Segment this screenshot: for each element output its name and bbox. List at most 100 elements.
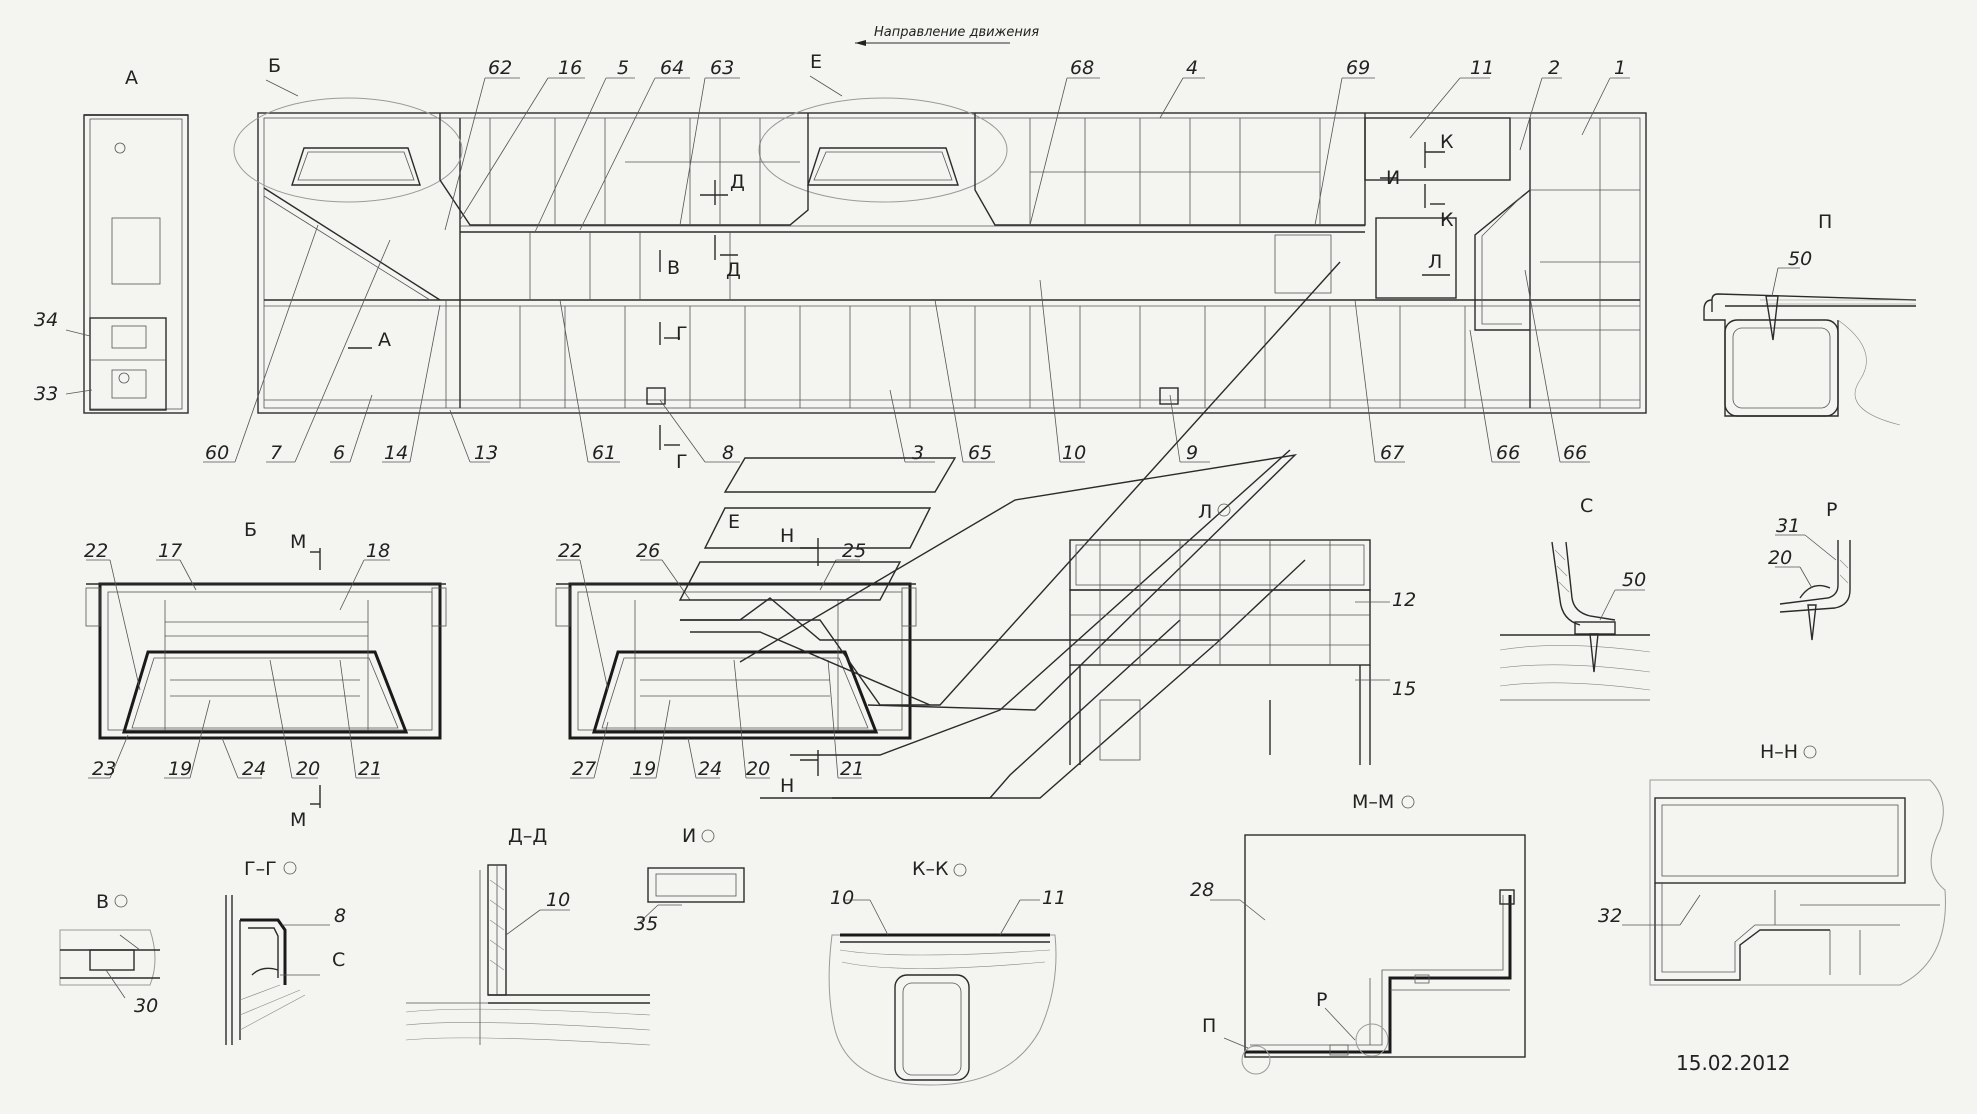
callout-e-20: 20 (746, 758, 770, 780)
view-v-title: В (96, 891, 109, 913)
view-kk-title: К–К (912, 858, 949, 880)
callout-14: 14 (384, 442, 408, 464)
callout-61: 61 (592, 442, 616, 464)
mark-r-small: Р (1316, 989, 1327, 1011)
callout-63: 63 (710, 57, 734, 79)
callout-9: 9 (1186, 442, 1198, 464)
mark-g-lower: Г (676, 451, 688, 473)
view-p: П 50 (1703, 211, 1917, 426)
callout-66b: 66 (1563, 442, 1587, 464)
callout-68: 68 (1070, 57, 1094, 79)
callout-e-26: 26 (636, 540, 660, 562)
callout-kk-10: 10 (830, 887, 854, 909)
callout-67: 67 (1380, 442, 1404, 464)
callout-34: 34 (34, 309, 58, 331)
callout-l-15: 15 (1392, 678, 1416, 700)
view-e-detail: 22 26 25 27 19 24 20 21 Е Н Н (555, 261, 1341, 799)
bottom-callouts: 60 7 6 14 13 61 8 3 65 10 9 67 66 66 (203, 224, 1590, 464)
callout-dd-10: 10 (546, 889, 570, 911)
view-m-m: М–М 28 П Р (1190, 791, 1526, 1075)
callout-b-23: 23 (92, 758, 116, 780)
view-b-mark: Б (268, 55, 281, 77)
mark-m-upper: М (290, 531, 306, 553)
mark-a-arrow: А (378, 329, 391, 351)
callout-i-35: 35 (634, 913, 658, 935)
view-i-title: И (682, 825, 696, 847)
mark-v: В (667, 257, 680, 279)
callout-62: 62 (488, 57, 512, 79)
callout-6: 6 (333, 442, 345, 464)
view-g-g: Г–Г 8 С (225, 858, 346, 1045)
callout-7: 7 (270, 442, 282, 464)
callout-4: 4 (1186, 57, 1198, 79)
view-mm-title: М–М (1352, 791, 1394, 813)
view-r: Р 31 20 (1768, 499, 1851, 641)
callout-e-25: 25 (842, 540, 866, 562)
mark-k-lower: К (1440, 209, 1454, 231)
callout-3: 3 (912, 442, 924, 464)
callout-8: 8 (722, 442, 734, 464)
mark-m-lower: М (290, 809, 306, 831)
view-p-title: П (1818, 211, 1832, 233)
callout-e-22: 22 (558, 540, 582, 562)
callout-nn-32: 32 (1598, 905, 1622, 927)
callout-64: 64 (660, 57, 684, 79)
direction-label: Направление движения (874, 25, 1039, 40)
callout-r-20: 20 (1768, 547, 1792, 569)
mark-i: И (1386, 167, 1400, 189)
callout-r-31: 31 (1776, 515, 1800, 537)
direction-indicator: Направление движения (855, 25, 1039, 46)
callout-e-27: 27 (572, 758, 596, 780)
callout-kk-11: 11 (1042, 887, 1066, 909)
callout-v-30: 30 (134, 995, 158, 1017)
callout-2: 2 (1548, 57, 1560, 79)
callout-gg-s: С (332, 949, 345, 971)
mark-e-pane: Е (728, 511, 740, 533)
callout-b-17: 17 (158, 540, 182, 562)
view-gg-title: Г–Г (244, 858, 277, 880)
top-callouts: 62 16 5 64 63 68 4 69 11 2 1 (444, 57, 1630, 233)
callout-e-24: 24 (698, 758, 722, 780)
mark-d-upper: Д (730, 171, 745, 193)
callout-10: 10 (1062, 442, 1086, 464)
view-a: А 34 33 (34, 67, 189, 414)
callout-p-50: 50 (1788, 248, 1812, 270)
callout-60: 60 (205, 442, 229, 464)
callout-s-50: 50 (1622, 569, 1646, 591)
view-r-title: Р (1826, 499, 1837, 521)
view-b-detail: Б М М 22 17 (84, 519, 447, 831)
callout-65: 65 (968, 442, 992, 464)
callout-b-24: 24 (242, 758, 266, 780)
callout-e-21: 21 (840, 758, 864, 780)
callout-66a: 66 (1496, 442, 1520, 464)
mark-n-lower: Н (780, 775, 794, 797)
callout-69: 69 (1346, 57, 1370, 79)
callout-b-21: 21 (358, 758, 382, 780)
mark-g-upper: Г (676, 323, 688, 345)
mark-p-small: П (1202, 1015, 1216, 1037)
callout-e-19: 19 (632, 758, 656, 780)
view-s: С 50 (1499, 495, 1651, 701)
callout-l-12: 12 (1392, 589, 1416, 611)
mark-d-lower: Д (726, 259, 741, 281)
callout-b-20: 20 (296, 758, 320, 780)
mark-n-upper: Н (780, 525, 794, 547)
callout-b-18: 18 (366, 540, 390, 562)
view-e-mark: Е (810, 51, 822, 73)
mark-l: Л (1428, 251, 1442, 273)
view-nn-title: Н–Н (1760, 741, 1798, 763)
view-a-title: А (125, 67, 138, 89)
view-v: В 30 (59, 891, 160, 1017)
view-l-title: Л (1198, 501, 1212, 523)
view-dd-title: Д–Д (508, 825, 547, 847)
callout-1: 1 (1614, 57, 1626, 79)
callout-5: 5 (617, 57, 629, 79)
view-n-n: Н–Н 32 (1598, 741, 1946, 986)
callout-b-22: 22 (84, 540, 108, 562)
callout-33: 33 (34, 383, 58, 405)
view-d-d: Д–Д 10 (405, 825, 651, 1046)
view-l: Л 12 15 (1069, 501, 1416, 765)
view-s-title: С (1580, 495, 1593, 517)
callout-11: 11 (1470, 57, 1494, 79)
